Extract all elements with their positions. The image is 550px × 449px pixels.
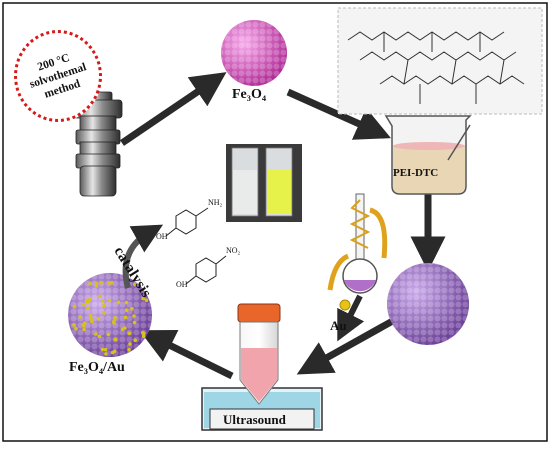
gold-nanoparticle-dot (82, 327, 86, 332)
arrow-autoclave-to-fe3o4 (120, 72, 227, 146)
gold-nanoparticle-dot (142, 331, 146, 336)
gold-nanoparticle-dot (84, 298, 89, 303)
gold-nanoparticle-dot (89, 316, 93, 321)
gold-nanoparticle-dot (116, 300, 121, 305)
gold-nanoparticle-dot (102, 311, 106, 315)
gold-nanoparticle-dot (100, 347, 105, 352)
fe3o4-pei-dtc-particle (387, 263, 469, 345)
gold-nanoparticle-dot (133, 338, 137, 343)
gold-nanoparticle-dot (112, 319, 116, 324)
gold-nanoparticle-dot (82, 321, 87, 325)
gold-nanoparticle-dot (106, 332, 111, 337)
gold-nanoparticle-dot (94, 281, 99, 286)
gold-nanoparticle-dot (88, 297, 92, 302)
label-pei-dtc: PEI-DTC (393, 167, 439, 179)
label-ultrasound: Ultrasound (223, 412, 286, 427)
gold-nanoparticle-dot (123, 315, 128, 320)
gold-nanoparticle-dot (94, 332, 98, 336)
condition-badge: 200 °C solvothemal method (14, 30, 102, 122)
catalysis-arrow (122, 224, 164, 289)
gold-nanoparticle-dot (72, 304, 77, 309)
gold-nanoparticle-dot (144, 298, 149, 303)
gold-nanoparticle-dot (82, 302, 86, 307)
molecule-nitrophenol (185, 255, 227, 285)
gold-nanoparticle-dot (72, 323, 76, 327)
gold-nanoparticle-dot (78, 315, 82, 319)
label-oh-nitrophenol: OH (176, 280, 188, 289)
beaker-icon (384, 115, 472, 195)
gold-nanoparticle-dot (120, 327, 125, 332)
label-oh-aminophenol: OH (156, 232, 168, 241)
gold-nanoparticle-dot (107, 281, 112, 285)
gold-nanoparticle-dot (113, 337, 118, 342)
gold-nanoparticle-dot (133, 282, 137, 287)
arrow-sphere-to-ultrasound (296, 314, 400, 375)
gold-nanoparticle-dot (97, 334, 102, 339)
gold-nanoparticle-dot (107, 298, 112, 303)
gold-nanoparticle-dot (124, 308, 129, 313)
gold-nanoparticle-dot (98, 294, 102, 299)
gold-nanoparticle-dot (141, 334, 146, 339)
gold-nanoparticle-dot (127, 331, 132, 336)
gold-nanoparticle-dot (130, 306, 134, 311)
label-nh2: NH₂ (208, 198, 223, 207)
gold-nanoparticle-dot (127, 348, 131, 352)
gold-nanoparticle-dot (132, 314, 136, 318)
fe3o4-particle (221, 20, 287, 86)
gold-nanoparticle-dot (104, 352, 108, 356)
gold-nanoparticle-dot (90, 319, 94, 324)
gold-nanoparticle-dot (100, 299, 105, 303)
arrow-flask-down (337, 294, 365, 342)
centrifuge-tube-icon (237, 303, 281, 405)
gold-nanoparticle-dot (113, 316, 117, 320)
gold-nanoparticle-dot (132, 320, 137, 325)
fe3o4-au-particle (68, 273, 152, 357)
gold-nanoparticle-dot (96, 316, 101, 321)
gold-nanoparticle-dot (102, 304, 106, 308)
gold-nanoparticle-dot (124, 300, 129, 305)
label-fe3o4: Fe₃O₄ (232, 87, 267, 102)
gold-nanoparticle-dot (88, 313, 93, 318)
gold-nanoparticle-dot (88, 281, 92, 286)
arrow-fe3o4-to-beaker (286, 88, 391, 140)
gold-nanoparticle-dot (128, 342, 132, 346)
gold-nanoparticle-dot (99, 281, 103, 285)
reflux-apparatus-icon (327, 193, 388, 311)
label-no2: NO₂ (226, 246, 241, 255)
label-fe3o4-au: Fe₃O₄/Au (69, 360, 125, 375)
gold-nanoparticle-dot (86, 306, 90, 311)
gold-nanoparticle-dot (112, 349, 117, 354)
gold-nanoparticle-dot (74, 326, 78, 331)
cuvettes-image (226, 144, 302, 222)
gold-nanoparticle-dot (141, 296, 146, 301)
pei-dtc-structure (337, 7, 543, 115)
gold-nanoparticle-dot (103, 347, 108, 352)
label-au: Au (330, 318, 347, 333)
beaker-pointer (447, 124, 471, 161)
arrow-ultrasound-to-fe3o4au (139, 330, 234, 380)
molecule-aminophenol (165, 207, 209, 237)
